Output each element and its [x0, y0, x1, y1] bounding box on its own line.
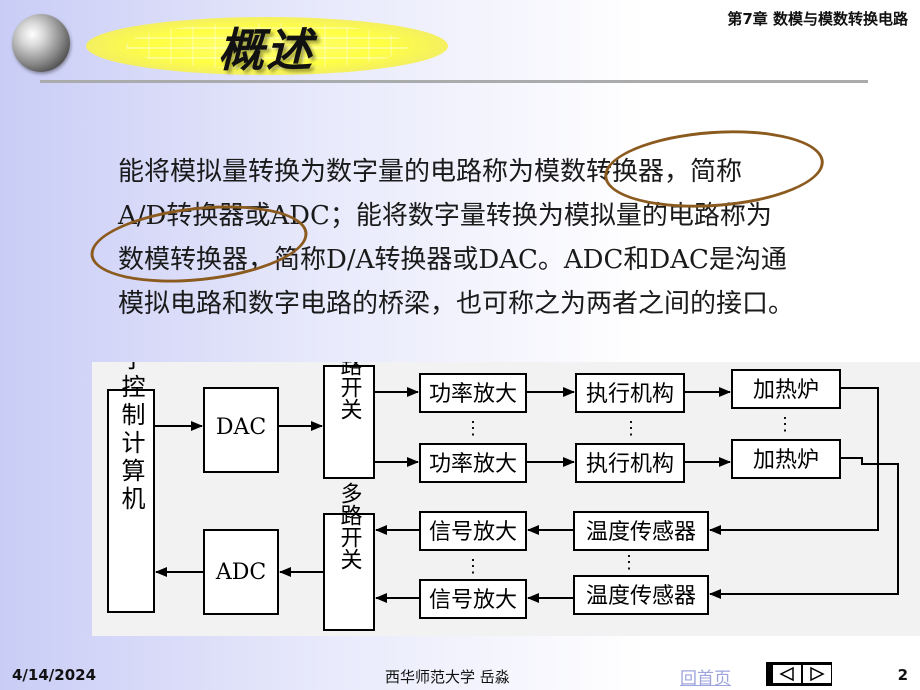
furnace-1-box — [731, 369, 841, 409]
computer-box — [107, 389, 155, 613]
dac-box — [203, 387, 279, 473]
page-number: 2 — [897, 666, 908, 684]
footer-date: 4/14/2024 — [12, 666, 97, 684]
adc-box — [203, 529, 279, 615]
triangle-right-icon — [810, 666, 825, 682]
computer-label: 数字控制计算机 — [117, 362, 145, 514]
mux-top-box — [323, 365, 375, 479]
mux-top-label: 多路开关 — [337, 362, 363, 420]
signal-amp-2-box — [419, 579, 527, 619]
ellipsis-signal-amp: ⋮ — [464, 556, 482, 577]
body-line-2: A/D转换器或ADC；能将数字量转换为模拟量的电路称为 — [118, 201, 772, 231]
triangle-left-icon — [779, 666, 794, 682]
sensor-2-label: 温度传感器 — [586, 584, 696, 609]
control-system-diagram: 数字控制计算机 DAC ADC 多路开关 多路开关 功率放大 功率放大 执行机构… — [92, 362, 920, 636]
power-amp-1-box — [419, 373, 527, 413]
ellipsis-actuator: ⋮ — [622, 418, 640, 439]
actuator-2-label: 执行机构 — [586, 452, 674, 477]
furnace-1-label: 加热炉 — [753, 378, 819, 403]
adc-label: ADC — [215, 560, 266, 585]
body-line-4: 模拟电路和数字电路的桥梁，也可称之为两者之间的接口。 — [118, 289, 795, 319]
ellipsis-sensor: ⋮ — [620, 552, 638, 573]
mux-bottom-box — [323, 513, 375, 631]
decorative-sphere — [12, 14, 70, 72]
ellipsis-power-amp: ⋮ — [464, 418, 482, 439]
title-banner — [86, 17, 448, 75]
sensor-1-label: 温度传感器 — [586, 520, 696, 545]
actuator-1-label: 执行机构 — [586, 382, 674, 407]
footer-author: 西华师范大学 岳淼 — [385, 668, 510, 686]
furnace-2-label: 加热炉 — [753, 448, 819, 473]
header-divider — [40, 80, 868, 83]
power-amp-1-label: 功率放大 — [429, 382, 517, 407]
home-link[interactable]: 回首页 — [680, 669, 731, 689]
actuator-1-box — [575, 373, 685, 413]
slide-title: 概述 — [218, 23, 314, 77]
sensor-2-box — [573, 575, 709, 615]
signal-amp-2-label: 信号放大 — [429, 588, 517, 613]
dac-label: DAC — [216, 415, 266, 440]
sensor-1-box — [573, 511, 709, 551]
chapter-heading: 第7章 数模与模数转换电路 — [727, 10, 908, 28]
ellipsis-furnace: ⋮ — [776, 414, 794, 435]
power-amp-2-label: 功率放大 — [429, 452, 517, 477]
next-slide-button[interactable] — [802, 664, 832, 684]
body-paragraph: 能将模拟量转换为数字量的电路称为模数转换器，简称 A/D转换器或ADC；能将数字… — [118, 150, 908, 326]
slide-navigation — [766, 662, 832, 686]
signal-amp-1-label: 信号放大 — [429, 520, 517, 545]
mux-bottom-label: 多路开关 — [337, 482, 363, 570]
body-line-3: 数模转换器，简称D/A转换器或DAC。ADC和DAC是沟通 — [118, 245, 787, 275]
previous-slide-button[interactable] — [772, 664, 802, 684]
body-line-1: 能将模拟量转换为数字量的电路称为模数转换器，简称 — [118, 157, 743, 187]
